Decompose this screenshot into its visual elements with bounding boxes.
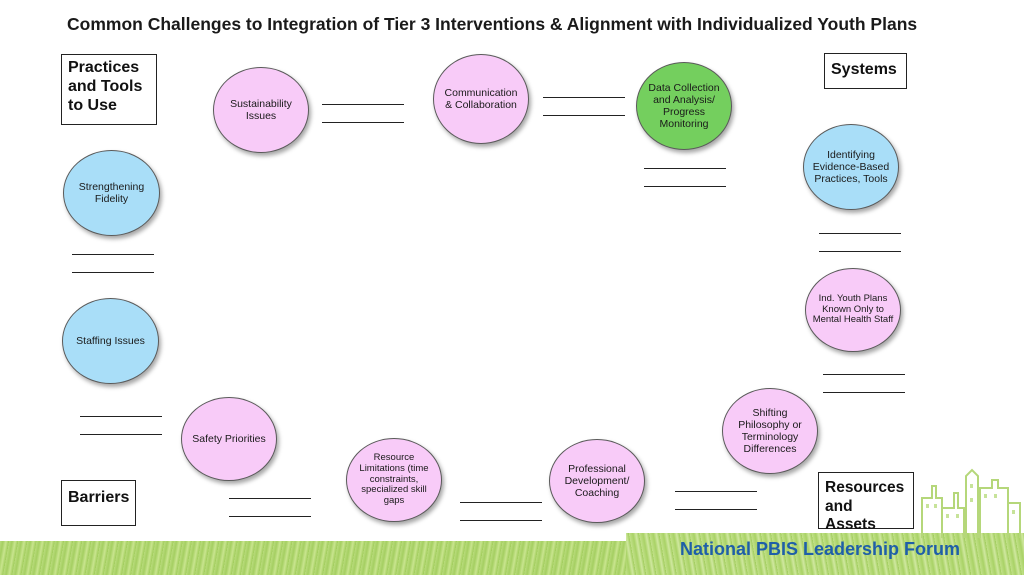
communication-label: Communication & Collaboration (444, 86, 518, 111)
evidence-based-label: Identifying Evidence-Based Practices, To… (812, 148, 890, 186)
blank-lines (460, 502, 542, 522)
footer-text: National PBIS Leadership Forum (680, 539, 961, 559)
blank-lines (80, 416, 162, 436)
grass-band-right (626, 533, 1024, 575)
city-skyline-icon (921, 468, 1021, 538)
systems-box: Systems (824, 53, 907, 89)
resource-limitations-node: Resource Limitations (time constraints, … (346, 438, 442, 522)
fidelity-label: Strengthening Fidelity (78, 180, 145, 205)
safety-label: Safety Priorities (192, 432, 266, 445)
systems-label: Systems (831, 61, 897, 78)
practices-box: Practices and Tools to Use (61, 54, 157, 125)
barriers-box: Barriers (61, 480, 136, 526)
sustainability-label: Sustainability Issues (230, 97, 292, 122)
fidelity-node: Strengthening Fidelity (63, 150, 160, 236)
youth-plans-node: Ind. Youth Plans Known Only to Mental He… (805, 268, 901, 352)
barriers-label: Barriers (68, 489, 130, 506)
staffing-label: Staffing Issues (76, 334, 145, 347)
professional-dev-node: Professional Development/ Coaching (549, 439, 645, 523)
blank-lines (644, 168, 726, 188)
blank-lines (72, 254, 154, 274)
data-collection-label: Data Collection and Analysis/ Progress M… (648, 81, 720, 131)
resources-label: Resources and Assets (825, 479, 905, 534)
resource-limitations-label: Resource Limitations (time constraints, … (359, 451, 429, 507)
practices-label: Practices and Tools to Use (68, 59, 143, 115)
blank-lines (819, 233, 901, 253)
blank-lines (229, 498, 311, 518)
data-collection-node: Data Collection and Analysis/ Progress M… (636, 62, 732, 150)
shifting-node: Shifting Philosophy or Terminology Diffe… (722, 388, 818, 474)
safety-node: Safety Priorities (181, 397, 277, 481)
blank-lines (543, 97, 625, 117)
professional-dev-label: Professional Development/ Coaching (564, 462, 630, 500)
blank-lines (675, 491, 757, 511)
resources-box: Resources and Assets (818, 472, 914, 533)
evidence-based-node: Identifying Evidence-Based Practices, To… (803, 124, 899, 210)
youth-plans-label: Ind. Youth Plans Known Only to Mental He… (812, 292, 894, 326)
blank-lines (823, 374, 905, 394)
communication-node: Communication & Collaboration (433, 54, 529, 144)
page-title: Common Challenges to Integration of Tier… (67, 14, 918, 34)
shifting-label: Shifting Philosophy or Terminology Diffe… (738, 406, 802, 456)
blank-lines (322, 104, 404, 124)
sustainability-node: Sustainability Issues (213, 67, 309, 153)
staffing-node: Staffing Issues (62, 298, 159, 384)
